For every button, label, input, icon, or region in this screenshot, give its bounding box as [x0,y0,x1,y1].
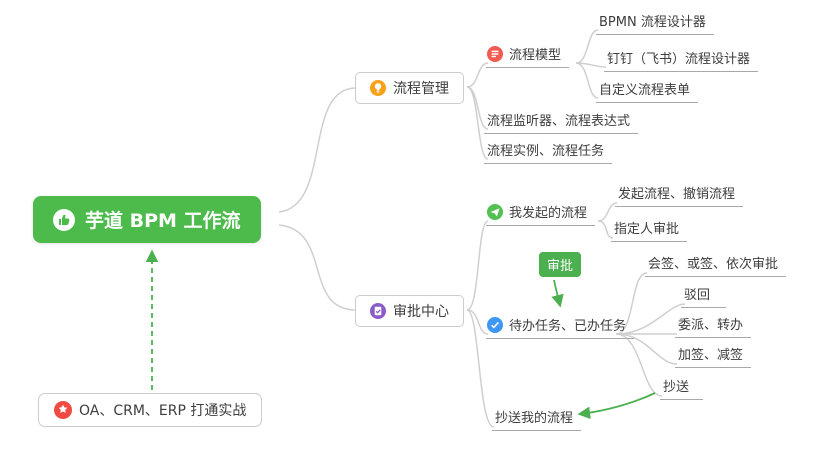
node-instance-task[interactable]: 流程实例、流程任务 [484,139,613,164]
node-label: 流程模型 [509,48,562,63]
node-oa-crm-erp[interactable]: OA、CRM、ERP 打通实战 [38,393,263,427]
node-label: 我发起的流程 [509,206,588,221]
node-cc-my-process[interactable]: 抄送我的流程 [492,406,582,431]
process-model-icon [487,45,503,62]
node-delegate-transfer[interactable]: 委派、转办 [675,313,752,338]
approval-badge[interactable]: 审批 [539,252,582,277]
cc-arrow [577,392,656,420]
thumbs-up-icon [53,208,75,231]
bulb-icon [370,80,386,96]
node-label: OA、CRM、ERP 打通实战 [79,403,247,419]
node-process-model[interactable]: 流程模型 [486,43,570,68]
node-listener-expression[interactable]: 流程监听器、流程表达式 [484,109,639,134]
node-process-management[interactable]: 流程管理 [355,72,464,104]
node-my-initiated[interactable]: 我发起的流程 [486,201,596,226]
root-node[interactable]: 芋道 BPM 工作流 [33,196,261,243]
node-label: 待办任务、已办任务 [509,319,627,334]
node-countersign[interactable]: 会签、或签、依次审批 [645,252,787,277]
approval-flow-arrow [551,279,564,308]
node-dingtalk-designer[interactable]: 钉钉（飞书）流程设计器 [604,47,759,72]
node-label: 审批中心 [393,304,449,320]
node-todo-done[interactable]: 待办任务、已办任务 [486,314,635,339]
approval-center-icon [370,303,386,319]
node-reject[interactable]: 驳回 [681,283,727,308]
node-label: 流程管理 [393,81,449,97]
node-cc[interactable]: 抄送 [660,375,704,400]
node-bpmn-designer[interactable]: BPMN 流程设计器 [596,10,714,35]
star-icon [54,401,72,419]
my-initiated-icon [487,203,503,220]
node-assignee-approval[interactable]: 指定人审批 [611,217,688,242]
node-add-remove-sign[interactable]: 加签、减签 [675,343,752,368]
root-label: 芋道 BPM 工作流 [85,210,241,232]
todo-tasks-icon [487,316,503,333]
node-approval-center[interactable]: 审批中心 [355,295,464,327]
node-custom-form[interactable]: 自定义流程表单 [596,78,699,103]
node-initiate-cancel[interactable]: 发起流程、撤销流程 [615,182,744,207]
